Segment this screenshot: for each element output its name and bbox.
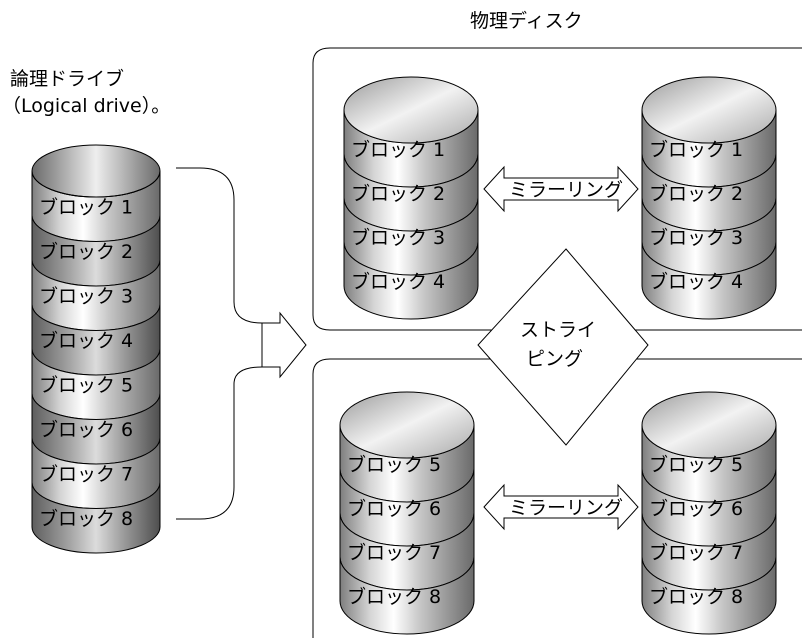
physical-disks-label: 物理ディスク	[470, 10, 583, 32]
block-label: ブロック 7	[649, 541, 743, 564]
logical-drive-label-sub: （Logical drive）。	[2, 95, 170, 117]
physical-group-top-frame	[312, 47, 802, 331]
block-label: ブロック 1	[39, 196, 133, 219]
physical-disk-bottom-left: ブロック 5 ブロック 6 ブロック 7 ブロック 8	[339, 391, 475, 635]
cylinder-top-cap	[641, 391, 777, 459]
connector-lower	[176, 366, 280, 520]
striping-diamond	[477, 248, 649, 446]
cylinder-top-cap	[343, 76, 479, 144]
block-label: ブロック 2	[39, 240, 133, 263]
logical-drive-cylinder: ブロック 1 ブロック 2 ブロック 3 ブロック 4 ブロック 5 ブロック 6 ブロック…	[31, 144, 161, 554]
mirroring-label: ミラーリング	[509, 497, 623, 519]
block-label: ブロック 5	[347, 453, 441, 476]
cylinder-block-segment	[641, 556, 777, 635]
cylinder-rim	[31, 170, 161, 198]
connector-upper	[176, 167, 280, 324]
block-label: ブロック 3	[351, 226, 445, 249]
cylinder-top-cap	[339, 391, 475, 459]
cylinder-block-segment	[641, 241, 777, 320]
block-label: ブロック 6	[649, 497, 743, 520]
block-label: ブロック 2	[649, 182, 743, 205]
block-label: ブロック 6	[347, 497, 441, 520]
logical-drive-label: 論理ドライブ	[10, 67, 124, 90]
cylinder-block-segment	[31, 482, 161, 554]
cylinder-top-cap	[641, 76, 777, 144]
physical-disk-top-right: ブロック 1 ブロック 2 ブロック 3 ブロック 4	[641, 76, 777, 320]
block-label: ブロック 2	[351, 182, 445, 205]
cylinder-block-segment	[343, 241, 479, 320]
physical-disk-bottom-right: ブロック 5 ブロック 6 ブロック 7 ブロック 8	[641, 391, 777, 635]
block-label: ブロック 5	[649, 453, 743, 476]
connector-arrowhead	[261, 311, 307, 379]
striping-label-2: ピング	[526, 348, 583, 370]
mirroring-label: ミラーリング	[509, 179, 623, 201]
block-label: ブロック 8	[39, 507, 133, 530]
block-label: ブロック 1	[649, 138, 743, 161]
mirroring-arrow-top: ミラーリング	[483, 165, 639, 213]
physical-disk-top-left: ブロック 1 ブロック 2 ブロック 3 ブロック 4	[343, 76, 479, 320]
block-label: ブロック 4	[351, 270, 445, 293]
block-label: ブロック 1	[351, 138, 445, 161]
block-label: ブロック 7	[39, 463, 133, 486]
mirroring-arrow-bottom: ミラーリング	[483, 483, 639, 531]
block-label: ブロック 8	[347, 585, 441, 608]
block-label: ブロック 7	[347, 541, 441, 564]
block-label: ブロック 6	[39, 418, 133, 441]
block-label: ブロック 8	[649, 585, 743, 608]
block-label: ブロック 4	[649, 270, 743, 293]
striping-label: ストライ	[520, 319, 596, 341]
physical-group-bottom-frame	[312, 358, 496, 638]
block-label: ブロック 4	[39, 329, 133, 352]
cylinder-block-segment	[339, 556, 475, 635]
block-label: ブロック 5	[39, 374, 133, 397]
block-label: ブロック 3	[39, 285, 133, 308]
block-label: ブロック 3	[649, 226, 743, 249]
